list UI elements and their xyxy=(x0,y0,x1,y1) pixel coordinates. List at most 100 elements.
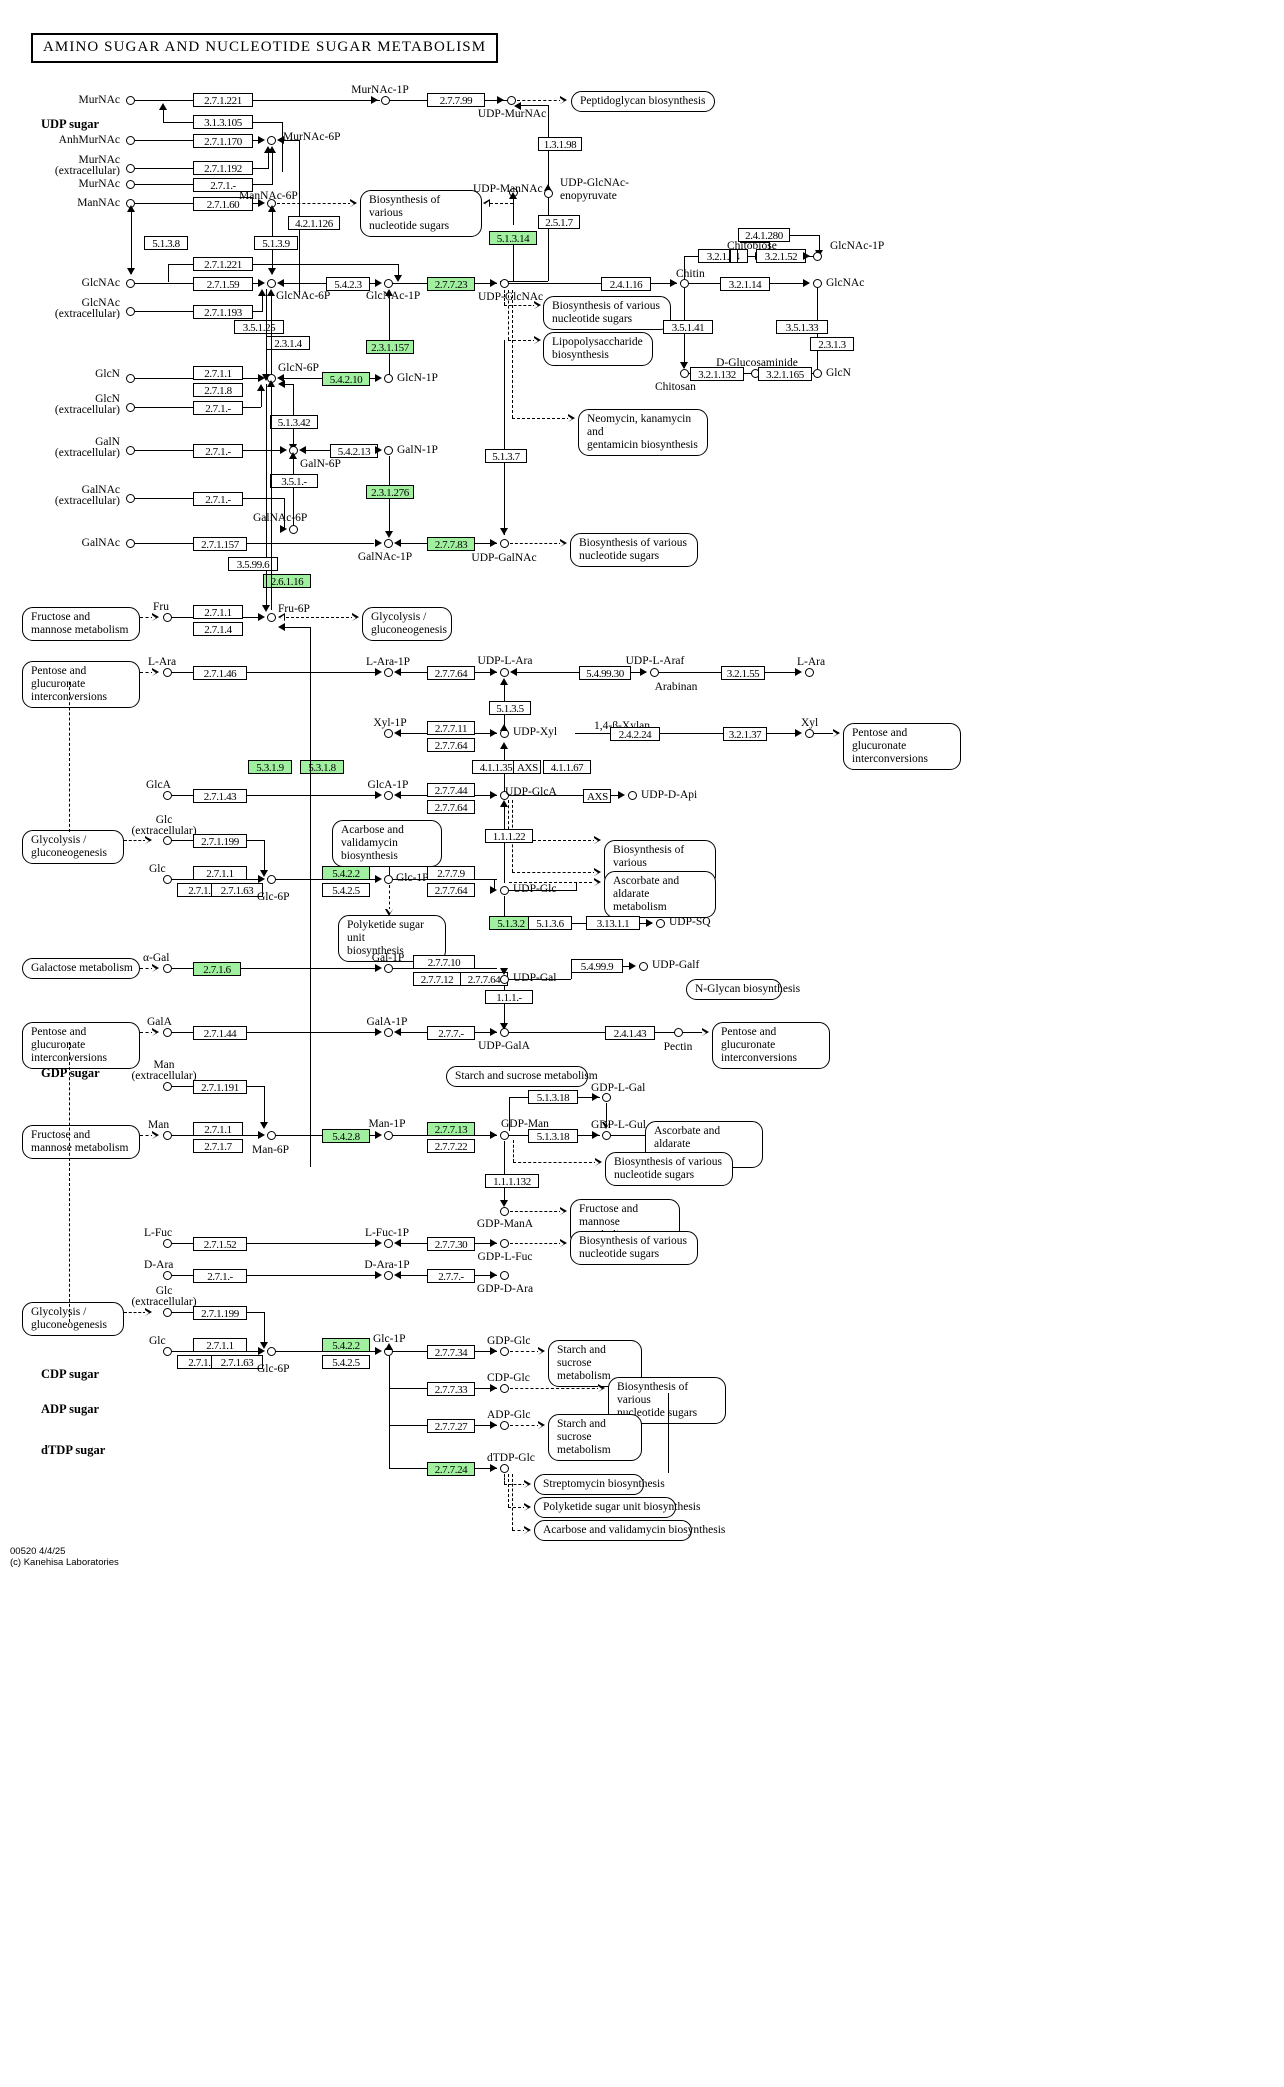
enzyme-5-4-2-10[interactable]: 5.4.2.10 xyxy=(322,372,370,386)
enzyme-2-7-1-6[interactable]: 2.7.1.6 xyxy=(193,962,241,976)
maplink-biosyn-nucleotide-sugars-2[interactable]: Biosynthesis of various nucleotide sugar… xyxy=(543,296,671,330)
enzyme-2-7-1-46[interactable]: 2.7.1.46 xyxy=(193,666,247,680)
maplink-polyketide-sugar-2[interactable]: Polyketide sugar unit biosynthesis xyxy=(534,1497,700,1518)
compound-node-glc-6p-2[interactable] xyxy=(267,1347,276,1356)
enzyme-3-2-1-14-b[interactable]: 3.2.1.14 xyxy=(720,277,770,291)
compound-node-fru[interactable] xyxy=(163,613,172,622)
maplink-pentose-glucuronate-1[interactable]: Pentose and glucuronate interconversions xyxy=(22,661,140,708)
compound-node-glc-extracellular-2[interactable] xyxy=(163,1308,172,1317)
compound-node-gdp-lfuc[interactable] xyxy=(500,1239,509,1248)
enzyme-2-7-1-63[interactable]: 2.7.1.63 xyxy=(211,883,263,897)
compound-node-alpha-gal[interactable] xyxy=(163,964,172,973)
enzyme-2-7-7-27[interactable]: 2.7.7.27 xyxy=(427,1419,475,1433)
enzyme-5-3-1-9[interactable]: 5.3.1.9 xyxy=(248,760,292,774)
compound-node-gala[interactable] xyxy=(163,1028,172,1037)
enzyme-2-7-1-44[interactable]: 2.7.1.44 xyxy=(193,1026,247,1040)
enzyme-3-5-99-6[interactable]: 3.5.99.6 xyxy=(228,557,278,571)
enzyme-2-7-1-dash-d[interactable]: 2.7.1.- xyxy=(193,492,243,506)
enzyme-2-7-1-dash-e[interactable]: 2.7.1.- xyxy=(193,1269,247,1283)
compound-node-glca-1p[interactable] xyxy=(384,791,393,800)
compound-node-glca[interactable] xyxy=(163,791,172,800)
compound-node-chitin[interactable] xyxy=(680,279,689,288)
enzyme-2-7-7-12[interactable]: 2.7.7.12 xyxy=(413,972,461,986)
maplink-glycolysis-1[interactable]: Glycolysis / gluconeogenesis xyxy=(362,607,452,641)
enzyme-2-7-1-52[interactable]: 2.7.1.52 xyxy=(193,1237,247,1251)
compound-node-udp-glcnac[interactable] xyxy=(500,279,509,288)
enzyme-3-13-1-1[interactable]: 3.13.1.1 xyxy=(586,916,640,930)
maplink-pentose-glucuronate-3[interactable]: Pentose and glucuronate interconversions xyxy=(22,1022,140,1069)
compound-node-udp-d-api[interactable] xyxy=(628,791,637,800)
enzyme-5-1-3-18-a[interactable]: 5.1.3.18 xyxy=(528,1090,578,1104)
enzyme-5-3-1-8[interactable]: 5.3.1.8 xyxy=(300,760,344,774)
enzyme-5-4-2-5-a[interactable]: 5.4.2.5 xyxy=(322,883,370,897)
compound-node-man[interactable] xyxy=(163,1131,172,1140)
compound-node-glcnac-1p-right[interactable] xyxy=(813,252,822,261)
maplink-biosyn-nucleotide-sugars-3[interactable]: Biosynthesis of various nucleotide sugar… xyxy=(570,533,698,567)
compound-node-gdp-glc[interactable] xyxy=(500,1347,509,1356)
enzyme-5-1-3-42[interactable]: 5.1.3.42 xyxy=(270,415,318,429)
enzyme-2-7-7-64-e[interactable]: 2.7.7.64 xyxy=(460,972,508,986)
enzyme-2-3-1-276[interactable]: 2.3.1.276 xyxy=(366,485,414,499)
compound-node-cdp-glc[interactable] xyxy=(500,1384,509,1393)
compound-node-galnac[interactable] xyxy=(126,539,135,548)
enzyme-2-3-1-3[interactable]: 2.3.1.3 xyxy=(810,337,854,351)
compound-node-lara[interactable] xyxy=(163,668,172,677)
compound-node-glcn-right[interactable] xyxy=(813,369,822,378)
enzyme-3-5-1-41[interactable]: 3.5.1.41 xyxy=(663,320,713,334)
enzyme-2-7-7-30[interactable]: 2.7.7.30 xyxy=(427,1237,475,1251)
compound-node-galn-extracellular[interactable] xyxy=(126,446,135,455)
enzyme-3-2-1-55[interactable]: 3.2.1.55 xyxy=(721,666,765,680)
compound-node-glcnac-extracellular[interactable] xyxy=(126,307,135,316)
compound-node-glcnac[interactable] xyxy=(126,279,135,288)
enzyme-2-7-1-193[interactable]: 2.7.1.193 xyxy=(193,305,253,319)
compound-node-anhmurnac[interactable] xyxy=(126,136,135,145)
compound-node-man-1p[interactable] xyxy=(384,1131,393,1140)
enzyme-2-7-7-dash-b[interactable]: 2.7.7.- xyxy=(427,1269,475,1283)
compound-node-gdp-dara[interactable] xyxy=(500,1271,509,1280)
compound-node-man-6p[interactable] xyxy=(267,1131,276,1140)
compound-node-glc-6p[interactable] xyxy=(267,875,276,884)
enzyme-4-1-1-67[interactable]: 4.1.1.67 xyxy=(543,760,591,774)
enzyme-2-7-1-1-b[interactable]: 2.7.1.1 xyxy=(193,605,243,619)
compound-node-gala-1p[interactable] xyxy=(384,1028,393,1037)
compound-node-xyl[interactable] xyxy=(805,729,814,738)
maplink-fructose-mannose-1[interactable]: Fructose and mannose metabolism xyxy=(22,607,140,641)
enzyme-2-7-1-8[interactable]: 2.7.1.8 xyxy=(193,383,243,397)
compound-node-galn-1p[interactable] xyxy=(384,446,393,455)
compound-node-udp-glcnac-enopyruvate[interactable] xyxy=(544,189,553,198)
enzyme-2-6-1-16[interactable]: 2.6.1.16 xyxy=(263,574,311,588)
enzyme-2-7-7-9[interactable]: 2.7.7.9 xyxy=(427,866,475,880)
enzyme-5-4-2-5-b[interactable]: 5.4.2.5 xyxy=(322,1355,370,1369)
enzyme-2-7-1-199-b[interactable]: 2.7.1.199 xyxy=(193,1306,247,1320)
enzyme-2-7-7-99[interactable]: 2.7.7.99 xyxy=(427,93,485,107)
enzyme-2-7-1-221-b[interactable]: 2.7.1.221 xyxy=(193,257,253,271)
compound-node-lfuc[interactable] xyxy=(163,1239,172,1248)
compound-node-glc[interactable] xyxy=(163,875,172,884)
enzyme-2-4-2-24[interactable]: 2.4.2.24 xyxy=(610,727,660,741)
maplink-glycolysis-3[interactable]: Glycolysis / gluconeogenesis xyxy=(22,1302,124,1336)
enzyme-1-1-1-132[interactable]: 1.1.1.132 xyxy=(485,1174,539,1188)
compound-node-udp-gala[interactable] xyxy=(500,1028,509,1037)
enzyme-2-3-1-157[interactable]: 2.3.1.157 xyxy=(366,340,414,354)
maplink-polyketide-sugar-1[interactable]: Polyketide sugar unit biosynthesis xyxy=(338,915,446,962)
enzyme-2-7-1-4[interactable]: 2.7.1.4 xyxy=(193,622,243,636)
enzyme-2-7-1-1-e[interactable]: 2.7.1.1 xyxy=(193,1338,247,1352)
enzyme-2-7-7-64-c[interactable]: 2.7.7.64 xyxy=(427,800,475,814)
enzyme-5-4-2-13[interactable]: 5.4.2.13 xyxy=(330,444,378,458)
enzyme-5-1-3-8[interactable]: 5.1.3.8 xyxy=(144,236,188,250)
enzyme-3-5-1-33[interactable]: 3.5.1.33 xyxy=(776,320,828,334)
compound-node-adp-glc[interactable] xyxy=(500,1421,509,1430)
enzyme-5-1-3-18-b[interactable]: 5.1.3.18 xyxy=(528,1129,578,1143)
enzyme-2-4-1-16[interactable]: 2.4.1.16 xyxy=(601,277,651,291)
compound-node-glcn-extracellular[interactable] xyxy=(126,403,135,412)
compound-node-fru-6p[interactable] xyxy=(267,613,276,622)
enzyme-3-2-1-165[interactable]: 3.2.1.165 xyxy=(758,367,812,381)
enzyme-2-7-1-7[interactable]: 2.7.1.7 xyxy=(193,1139,243,1153)
enzyme-2-7-1-199-a[interactable]: 2.7.1.199 xyxy=(193,834,247,848)
compound-node-dara[interactable] xyxy=(163,1271,172,1280)
compound-node-lara-right[interactable] xyxy=(805,668,814,677)
maplink-biosyn-nucleotide-sugars-1[interactable]: Biosynthesis of various nucleotide sugar… xyxy=(360,190,482,237)
enzyme-2-7-1-59[interactable]: 2.7.1.59 xyxy=(193,277,253,291)
maplink-lipopolysaccharide[interactable]: Lipopolysaccharide biosynthesis xyxy=(543,332,653,366)
compound-node-udp-sq[interactable] xyxy=(656,919,665,928)
